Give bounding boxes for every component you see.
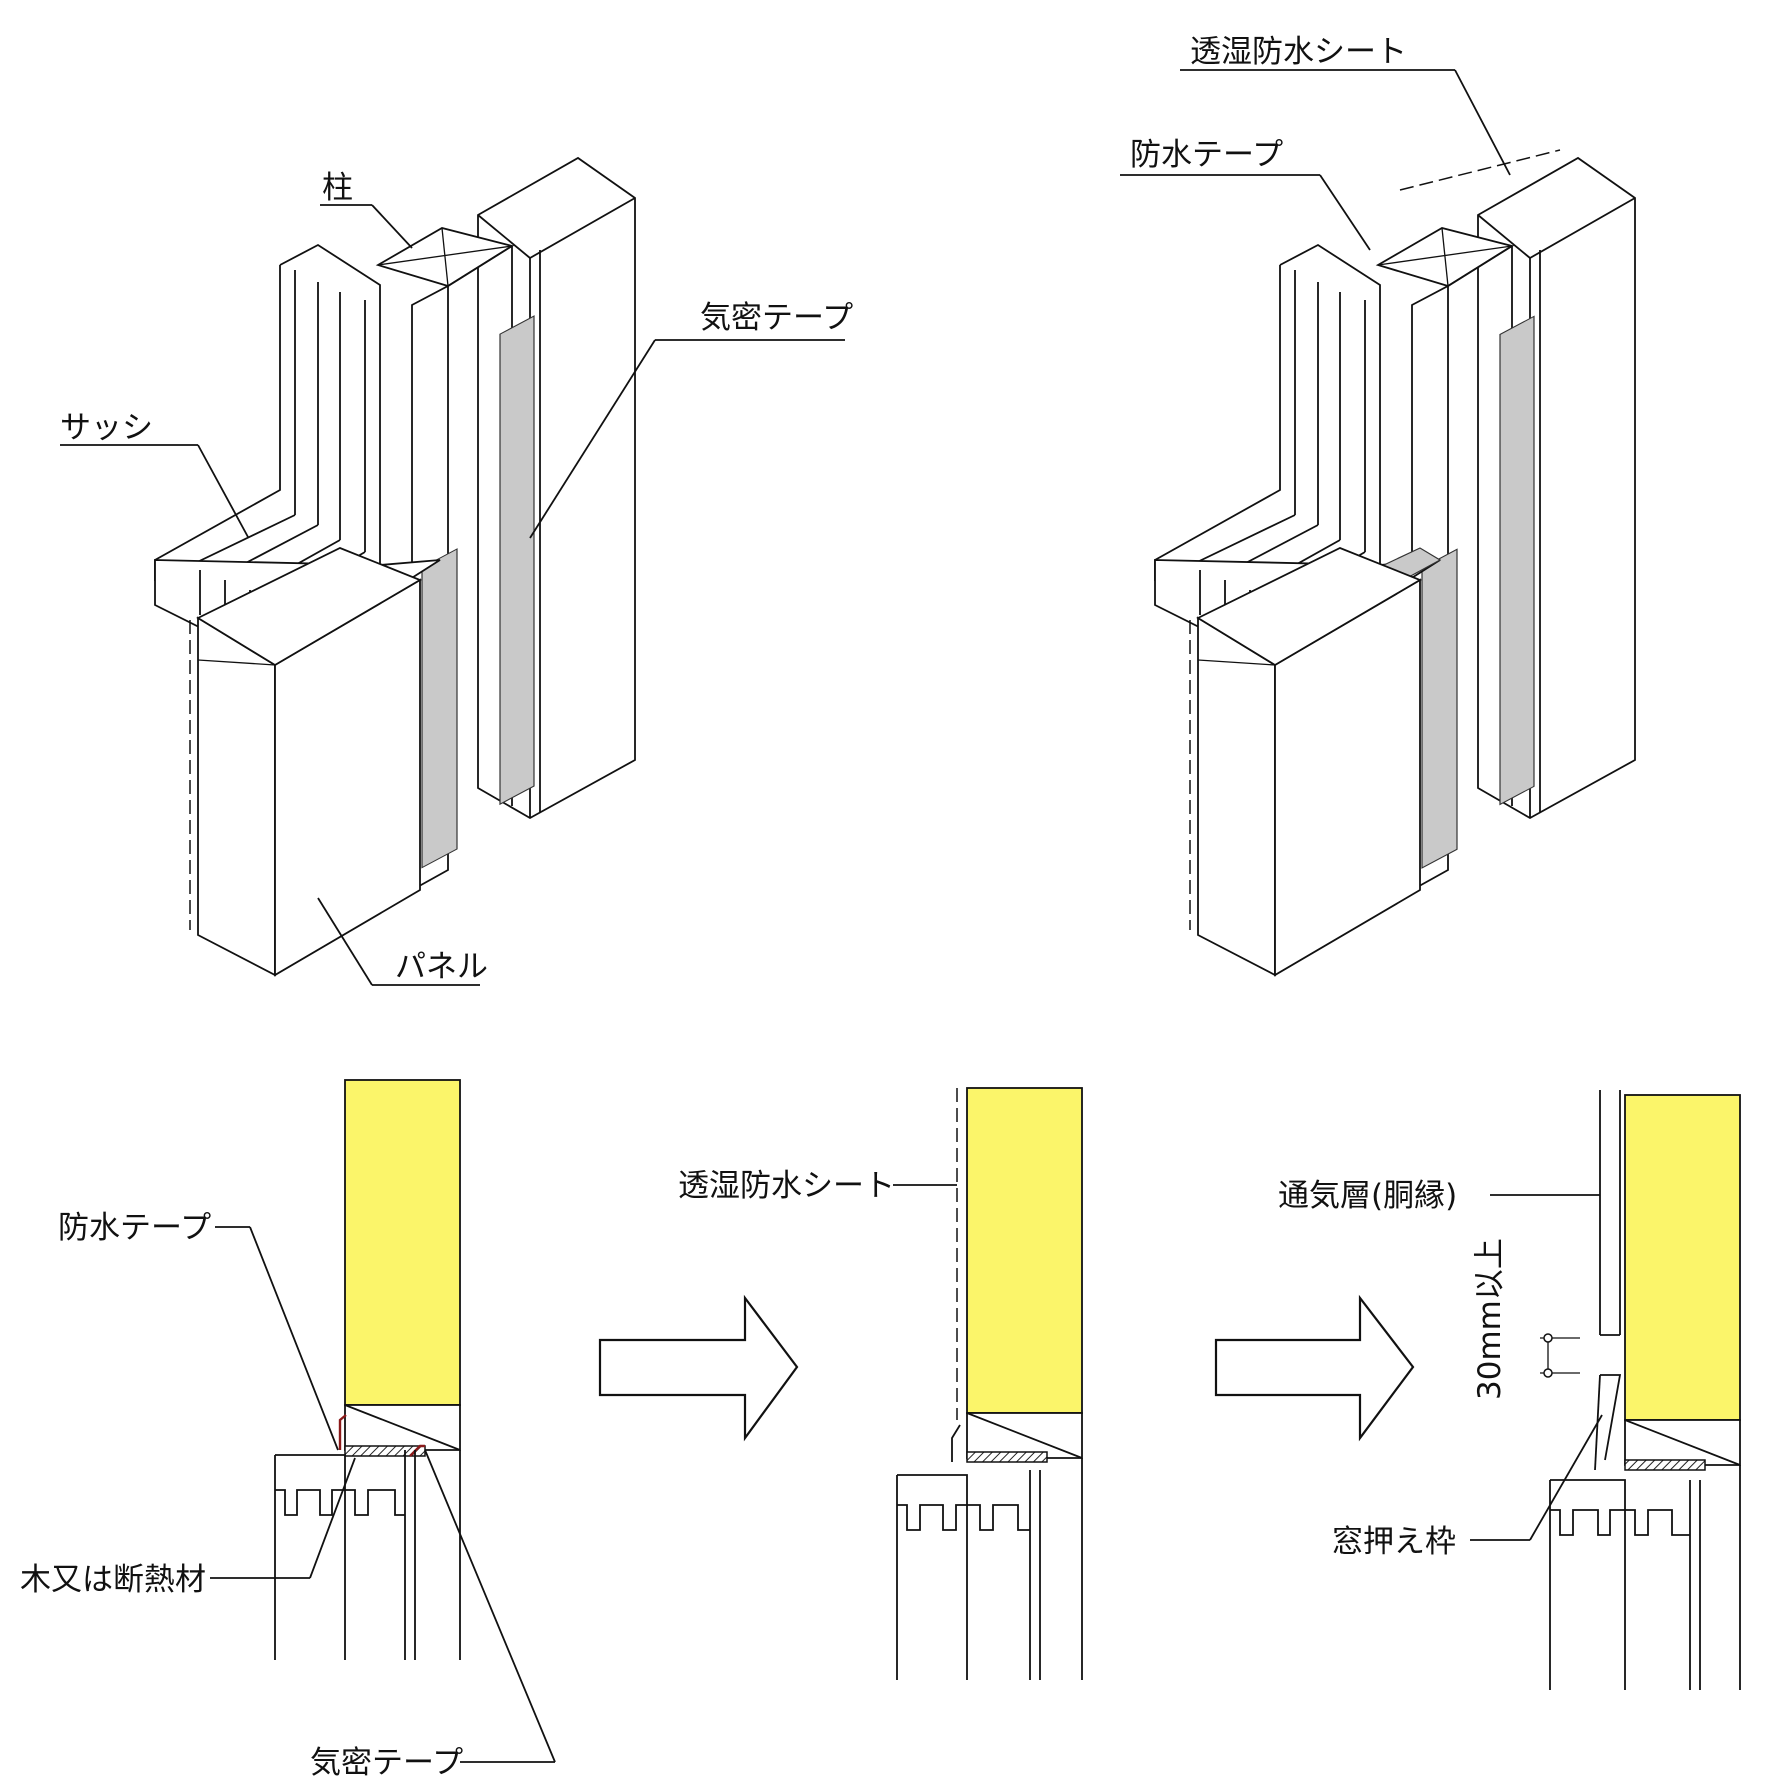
label-toushitsu-bottom: 透湿防水シート — [678, 1168, 895, 1204]
label-hashira: 柱 — [322, 170, 353, 206]
label-sash: サッシ — [60, 410, 153, 446]
label-tsuuki: 通気層(胴縁) — [1278, 1178, 1457, 1214]
label-wood-insulation: 木又は断熱材 — [20, 1562, 206, 1598]
leader-wood — [309, 1457, 356, 1579]
airtight-tape-strip-1 — [499, 315, 535, 806]
label-panel: パネル — [395, 949, 488, 985]
airtight-tape-strip-3 — [1499, 315, 1535, 806]
leader-bousui-bottom — [249, 1226, 339, 1451]
insulation-3 — [1624, 1094, 1741, 1421]
leader-sash — [197, 444, 249, 538]
label-bousui-top: 防水テープ — [1130, 137, 1283, 173]
leader-kimitsu-top — [529, 339, 656, 539]
label-bousui-bottom: 防水テープ — [58, 1210, 211, 1246]
leader-bousui-top — [1319, 174, 1371, 251]
leader-kimitsu-bottom — [424, 1449, 556, 1763]
label-kimitsu-bottom: 気密テープ — [310, 1745, 463, 1781]
label-madooshie: 窓押え枠 — [1332, 1524, 1456, 1560]
section-diagram-1 — [210, 1079, 556, 1763]
iso-diagram-left — [60, 156, 845, 986]
label-kimitsu-top: 気密テープ — [700, 300, 853, 336]
leader-toushitsu-top — [1454, 69, 1511, 176]
panel-block-2 — [1189, 547, 1423, 977]
waterproof-tape-strip — [1421, 548, 1458, 869]
airtight-tape-strip-2 — [421, 548, 458, 869]
leader-hashira — [371, 204, 413, 249]
panel-block — [189, 547, 423, 977]
iso-diagram-right — [1120, 69, 1636, 977]
label-toushitsu-top: 透湿防水シート — [1190, 34, 1407, 70]
section-diagram-2 — [893, 1087, 1083, 1680]
arrow-step-1 — [598, 1294, 799, 1442]
section-diagram-3 — [1470, 1090, 1741, 1690]
insulation-2 — [966, 1087, 1083, 1414]
leader-panel — [317, 897, 373, 986]
label-dimension: 30mm以上 — [1472, 1238, 1508, 1400]
insulation-1 — [344, 1079, 461, 1406]
arrow-step-2 — [1214, 1294, 1415, 1442]
